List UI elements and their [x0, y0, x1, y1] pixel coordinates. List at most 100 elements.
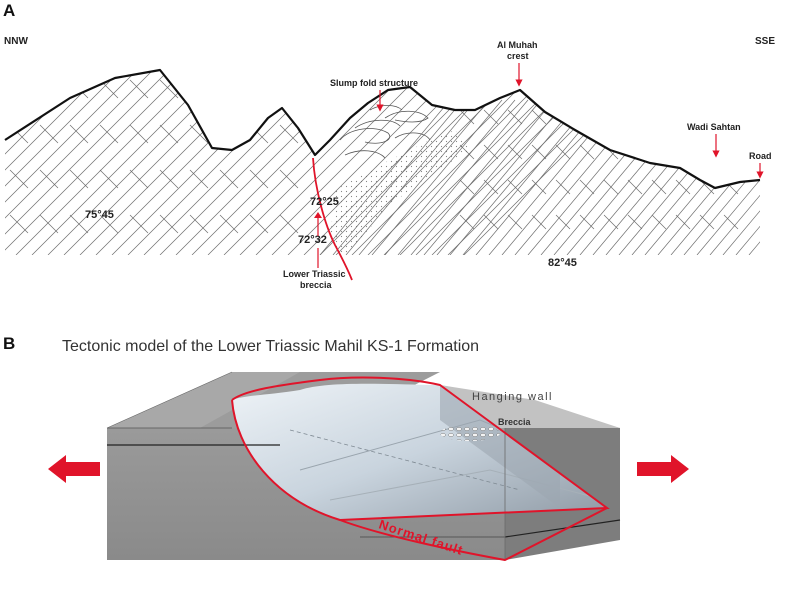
bedding-line	[69, 79, 89, 99]
bedding-line	[483, 109, 499, 125]
bedding-line	[159, 79, 179, 99]
bedding-line	[555, 144, 571, 160]
bedding-line	[675, 144, 691, 160]
extension-arrow-left	[48, 455, 100, 483]
bedding-line	[9, 169, 29, 189]
bedding-line	[129, 79, 149, 99]
bedding-line	[775, 100, 789, 255]
bedding-line	[69, 169, 89, 189]
topography-profile	[4, 68, 761, 190]
bedding-line	[579, 179, 595, 195]
bedding-line	[699, 144, 715, 160]
bedding-line	[507, 144, 523, 160]
bedding-line	[9, 79, 29, 99]
crest-label-line2: crest	[507, 51, 529, 61]
bedding-line	[735, 99, 760, 255]
bedding-line	[507, 214, 523, 230]
bedding-line	[651, 109, 667, 125]
bedding-line	[507, 109, 523, 125]
bedding-line	[15, 70, 217, 255]
breccia-arrow-head	[314, 212, 322, 218]
dip-measurement-right: 82°45	[548, 257, 577, 269]
bedding-line	[219, 124, 239, 144]
bedding-line	[459, 109, 475, 125]
bedding-line	[579, 144, 595, 160]
bedding-line	[279, 124, 299, 144]
bedding-line	[531, 144, 547, 160]
breccia-label-line1: Lower Triassic	[283, 269, 346, 279]
bedding-line	[531, 109, 547, 125]
bedding-line	[69, 214, 89, 234]
bedding-line	[483, 144, 499, 160]
bedding-line	[39, 169, 59, 189]
block-top-edge	[106, 371, 233, 429]
bedding-line	[651, 214, 667, 230]
bedding-line	[129, 169, 149, 189]
bedding-line	[507, 179, 523, 195]
dip-measurement-middle-lower: 72°32	[298, 234, 327, 246]
breccia-model-label: Breccia	[498, 417, 532, 427]
bedding-line	[159, 124, 179, 144]
bedding-line	[459, 214, 475, 230]
bedding-line	[111, 70, 313, 255]
bedding-line	[675, 214, 691, 230]
sse-direction-label: SSE	[755, 36, 775, 47]
bedding-line	[39, 124, 59, 144]
bedding-line	[699, 214, 715, 230]
stratum-line-right-front	[504, 519, 621, 538]
bedding-line	[219, 169, 239, 189]
bedding-line	[483, 214, 499, 230]
bedding-line	[723, 214, 739, 230]
bedding-line	[696, 99, 760, 255]
bedding-line	[555, 214, 571, 230]
bedding-line	[159, 169, 179, 189]
bedding-line	[31, 70, 233, 255]
bedding-line	[709, 99, 760, 255]
bedding-line	[5, 70, 169, 255]
bedding-line	[9, 214, 29, 234]
bedding-line	[99, 169, 119, 189]
bedding-line	[5, 70, 153, 255]
bedding-line	[449, 99, 581, 255]
bedding-line	[189, 124, 209, 144]
bedding-line	[384, 99, 516, 255]
bedding-line	[249, 214, 269, 234]
dip-measurement-middle-upper: 72°25	[310, 196, 339, 208]
fault-plane-surface	[232, 383, 607, 520]
bedding-line	[47, 70, 249, 255]
bedding-line	[39, 214, 59, 234]
fault-trace-line	[312, 157, 353, 281]
bedding-line	[189, 214, 209, 234]
normal-fault-outline	[231, 376, 610, 522]
bedding-line	[219, 214, 239, 234]
breccia-label-line2: breccia	[300, 280, 333, 290]
bedding-line	[5, 70, 201, 255]
bedding-line	[579, 214, 595, 230]
panel-b-title: Tectonic model of the Lower Triassic Mah…	[62, 338, 479, 355]
bedding-line	[189, 169, 209, 189]
bedding-line	[762, 100, 789, 255]
bedding-line	[603, 179, 619, 195]
bedding-line	[723, 144, 739, 160]
bedding-line	[603, 214, 619, 230]
bedding-line	[371, 99, 503, 255]
bedding-line	[722, 99, 760, 255]
bedding-line	[63, 70, 265, 255]
bedding-line	[99, 214, 119, 234]
slump-fold-label: Slump fold structure	[330, 78, 418, 88]
bedding-line	[99, 124, 119, 144]
bedding-line	[279, 214, 299, 234]
bedding-line	[459, 179, 475, 195]
bedding-line	[651, 179, 667, 195]
bedding-line	[675, 179, 691, 195]
bedding-line	[249, 79, 269, 99]
bedding-line	[423, 99, 555, 255]
bedding-line	[127, 70, 329, 255]
bedding-line	[531, 214, 547, 230]
bedding-line	[129, 124, 149, 144]
bedding-line	[39, 79, 59, 99]
bedding-line	[159, 214, 179, 234]
bedding-line	[219, 79, 239, 99]
bedding-line	[748, 99, 760, 255]
